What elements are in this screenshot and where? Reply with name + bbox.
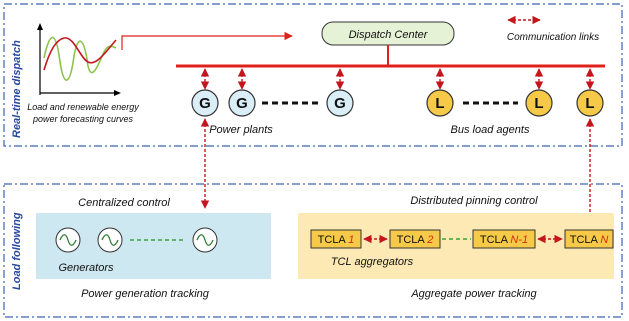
load-following-label: Load following (11, 212, 23, 290)
generator-letter: G (199, 95, 211, 112)
tcla-box-n-1: TCLA N-1 (472, 229, 536, 249)
power-plants-label: Power plants (209, 124, 273, 136)
tcla-index: 1 (348, 234, 354, 246)
generator-letter: G (236, 95, 248, 112)
load-letter: L (534, 95, 543, 112)
tcla-box-2: TCLA 2 (389, 229, 441, 249)
tcla-prefix: TCLA (397, 234, 426, 246)
generator-letter: G (334, 95, 346, 112)
load-node: L (426, 89, 454, 117)
forecast-to-dispatch-arrow (121, 31, 293, 50)
generator-node: G (228, 89, 256, 117)
forecast-caption-line1: Load and renewable energy (27, 102, 139, 112)
bus-load-agents-label: Bus load agents (451, 124, 530, 136)
forecast-chart (37, 23, 121, 96)
load-following-frame (3, 183, 623, 318)
tcla-index: N-1 (510, 234, 528, 246)
svg-text:TCLA N-1: TCLA N-1 (480, 234, 528, 246)
tcla-prefix: TCLA (570, 234, 599, 246)
bus-links (200, 68, 595, 90)
load-letter: L (585, 95, 594, 112)
generator-symbol-icon (192, 227, 218, 253)
tcla-index: 2 (426, 234, 433, 246)
svg-text:TCLA N: TCLA N (570, 234, 609, 246)
generator-node: G (191, 89, 219, 117)
realtime-dispatch-frame (3, 3, 623, 147)
svg-text:TCLA 1: TCLA 1 (318, 234, 355, 246)
svg-text:TCLA 2: TCLA 2 (397, 234, 434, 246)
load-forecast-curve (43, 37, 117, 71)
generator-symbol-icon (97, 227, 123, 253)
forecast-caption-line2: power forecasting curves (32, 114, 134, 124)
aggregate-power-tracking-label: Aggregate power tracking (410, 288, 537, 300)
generator-node: G (326, 89, 354, 117)
power-generation-tracking-label: Power generation tracking (81, 288, 210, 300)
tcla-box-1: TCLA 1 (310, 229, 362, 249)
load-node: L (576, 89, 604, 117)
tcl-aggregators-label: TCL aggregators (331, 256, 414, 268)
generator-symbol-icon (55, 227, 81, 253)
load-node: L (525, 89, 553, 117)
distributed-control-title: Distributed pinning control (410, 195, 538, 207)
tcla-index: N (600, 234, 608, 246)
communication-links-label: Communication links (507, 32, 599, 43)
centralized-control-title: Centralized control (78, 197, 170, 209)
realtime-dispatch-label: Real-time dispatch (11, 40, 23, 138)
dispatch-center-label: Dispatch Center (349, 29, 429, 41)
tcla-prefix: TCLA (480, 234, 509, 246)
load-letter: L (435, 95, 444, 112)
tcla-prefix: TCLA (318, 234, 347, 246)
generators-label: Generators (58, 262, 114, 274)
tcla-box-n: TCLA N (564, 229, 614, 249)
renewable-forecast-curve (43, 36, 117, 81)
